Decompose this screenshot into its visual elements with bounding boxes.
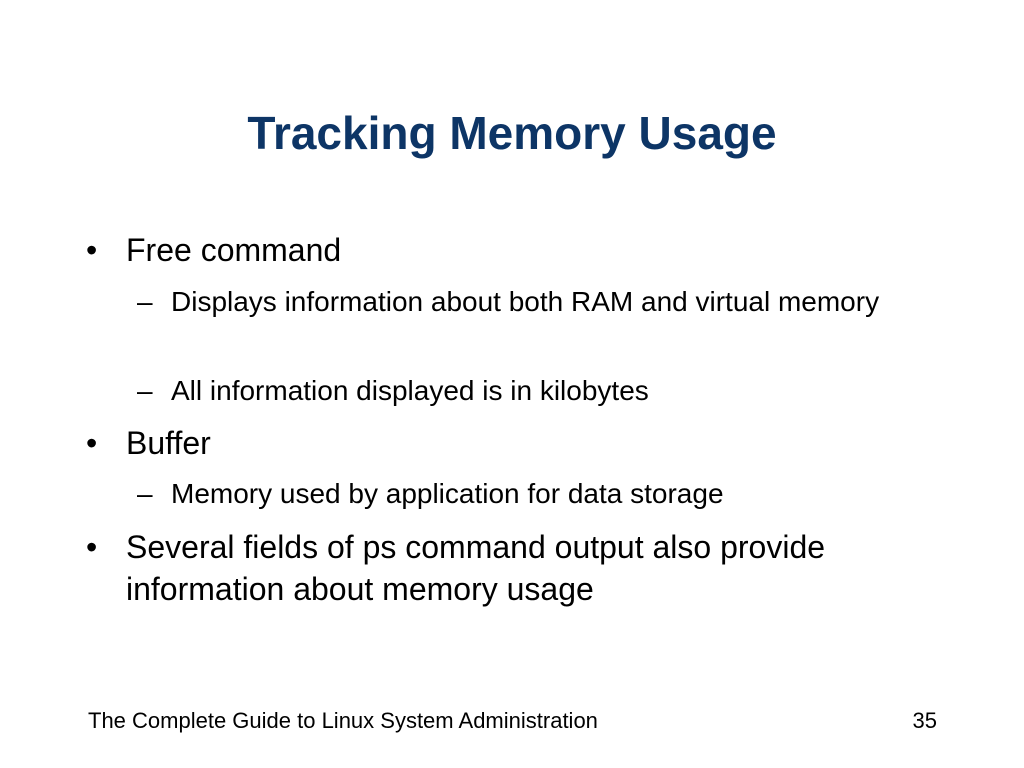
sub-bullet-mark: – bbox=[137, 478, 153, 509]
sub-bullet-mark: – bbox=[137, 375, 153, 406]
bullet-text: Buffer bbox=[126, 425, 211, 461]
bullet-mark: • bbox=[86, 232, 98, 268]
bullet-mark: • bbox=[86, 425, 98, 461]
bullet-text: Several fields of ps command output also… bbox=[126, 529, 826, 607]
sub-bullet-text: Memory used by application for data stor… bbox=[171, 478, 724, 509]
sub-bullet-text: Displays information about both RAM and … bbox=[171, 286, 880, 317]
bullet-mark: • bbox=[86, 529, 98, 565]
sub-bullet-mark: – bbox=[137, 286, 153, 317]
sub-bullet-text: All information displayed is in kilobyte… bbox=[171, 375, 649, 406]
bullet-text: Free command bbox=[126, 232, 342, 268]
footer-book-title: The Complete Guide to Linux System Admin… bbox=[88, 708, 598, 733]
slide-title: Tracking Memory Usage bbox=[247, 107, 777, 159]
footer-page-number: 35 bbox=[912, 708, 937, 733]
